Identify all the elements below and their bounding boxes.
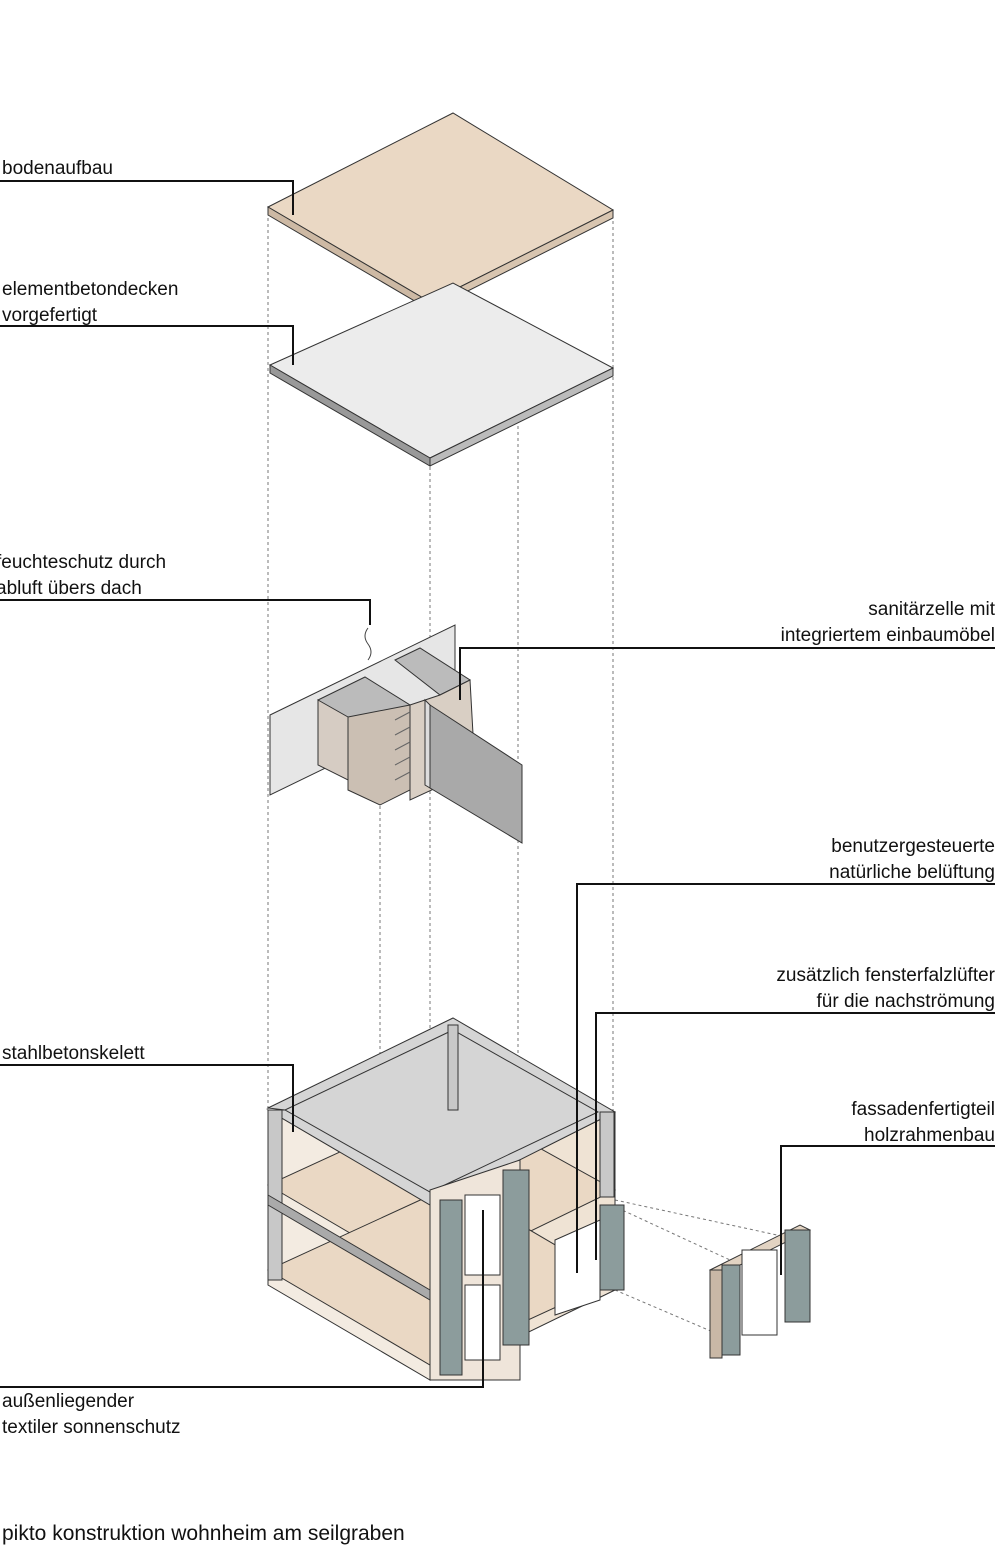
label-line: für die nachströmung <box>816 991 995 1012</box>
label-floor-build-up: bodenaufbau <box>2 156 113 182</box>
label-moisture-protection: feuchteschutz durch abluft übers dach <box>0 550 166 602</box>
label-line: holzrahmenbau <box>864 1125 995 1146</box>
label-rebate-vent: zusätzlich fensterfalzlüfter für die nach… <box>776 963 995 1015</box>
label-line: elementbetondecken <box>2 279 179 300</box>
label-line: sanitärzelle mit <box>868 599 995 620</box>
label-line: vorgefertigt <box>2 305 98 326</box>
label-line: textiler sonnenschutz <box>2 1417 181 1438</box>
label-facade-element: fassadenfertigteil holzrahmenbau <box>851 1097 995 1149</box>
sanitary-cell <box>269 624 523 844</box>
drawing-caption: pikto konstruktion wohnheim am seilgrabe… <box>2 1522 405 1545</box>
label-sun-protection: außenliegender textiler sonnenschutz <box>2 1389 181 1441</box>
label-line: außenliegender <box>2 1391 135 1412</box>
exhaust-air-arrow-icon <box>364 627 372 661</box>
label-line: bodenaufbau <box>2 158 113 179</box>
label-precast-slab: elementbetondecken vorgefertigt <box>2 277 178 329</box>
floor-build-up-slab <box>266 112 615 311</box>
label-line: fassadenfertigteil <box>851 1099 995 1120</box>
label-concrete-skeleton: stahlbetonskelett <box>2 1041 145 1067</box>
label-line: stahlbetonskelett <box>2 1043 145 1064</box>
label-line: zusätzlich fensterfalzlüfter <box>776 965 995 986</box>
label-line: natürliche belüftung <box>829 862 995 883</box>
concrete-skeleton <box>266 1017 625 1381</box>
leader-lines <box>0 180 995 1388</box>
facade-element <box>708 1224 812 1359</box>
label-ventilation: benutzergesteuerte natürliche belüftung <box>829 834 995 886</box>
label-sanitary-cell: sanitärzelle mit integriertem einbaumöbel <box>781 597 995 649</box>
label-line: abluft übers dach <box>0 578 142 599</box>
precast-concrete-slab <box>268 282 615 467</box>
label-line: benutzergesteuerte <box>831 836 995 857</box>
label-line: integriertem einbaumöbel <box>780 625 995 646</box>
label-line: feuchteschutz durch <box>0 552 167 573</box>
